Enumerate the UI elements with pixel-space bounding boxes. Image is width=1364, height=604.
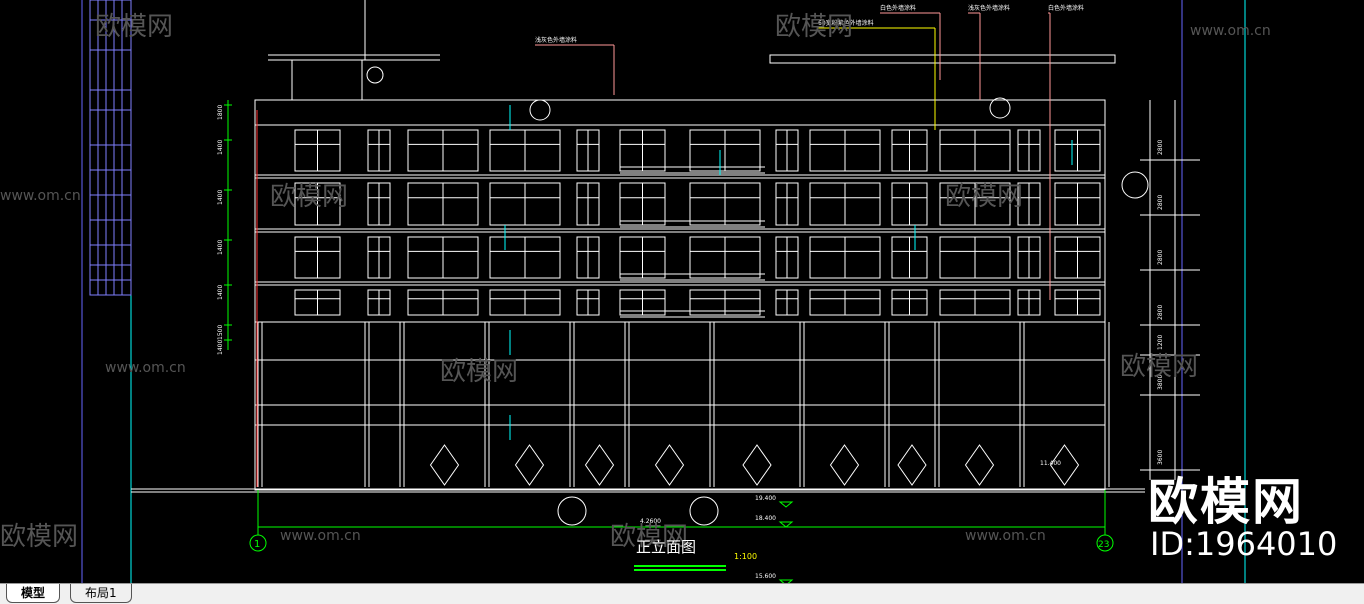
dimension-label: 2800 (1157, 250, 1164, 265)
dimension-label: 1400 (217, 190, 224, 205)
front-elevation (131, 0, 1145, 493)
watermark-faint: 欧模网 (95, 12, 173, 42)
drawing-scale: 1:100 (734, 552, 757, 561)
roof-canopy (769, 54, 1116, 64)
elevation-label: 19.400 (755, 495, 776, 502)
watermark-url: www.om.cn (0, 188, 81, 204)
drawing-frame (81, 0, 1246, 583)
watermark-faint: 欧模网 (775, 12, 853, 42)
door-ornament (964, 444, 995, 486)
door-ornament (742, 444, 772, 486)
tab-model[interactable]: 模型 (6, 584, 61, 603)
watermark-faint: 欧模网 (440, 357, 518, 387)
watermark-faint: 欧模网 (270, 182, 348, 212)
dimension-label: 3800 (1157, 375, 1164, 390)
watermark-faint: 欧模网 (0, 522, 78, 552)
watermark-logo: 欧模网 (1148, 473, 1304, 531)
door-ornament (429, 444, 460, 486)
dimension-label: 1800 (217, 105, 224, 120)
door-ornament (829, 444, 860, 486)
material-note: 浅灰色外墙涂料 (535, 36, 577, 44)
cad-drawing-area[interactable]: 1800140014001400140015001400280028002800… (0, 0, 1364, 583)
door-ornament (654, 444, 685, 486)
elevation-label: 18.400 (755, 515, 776, 522)
svg-text:23: 23 (1098, 540, 1109, 550)
watermark-id: ID:1964010 (1150, 525, 1338, 563)
axis-marker-end: 23 (1096, 534, 1114, 552)
door-ornament (584, 444, 615, 486)
elevation-label: 15.600 (755, 573, 776, 580)
stair-tower (291, 59, 363, 101)
dimension-label: 1400 (217, 140, 224, 155)
material-note: 白色外墙涂料 (1048, 4, 1084, 12)
material-note: 白色外墙涂料 (880, 4, 916, 12)
layout-tabs: 模型 布局1 (0, 583, 1364, 604)
material-note: 60宽粉紫色外墙涂料 (818, 19, 874, 27)
elevation-label: 11.400 (1040, 460, 1061, 467)
door-ornament (1049, 444, 1080, 486)
watermark-faint: 欧模网 (1120, 352, 1198, 382)
watermark-faint: 欧模网 (945, 182, 1023, 212)
dimension-label: 1500 (217, 325, 224, 340)
elevation-label: 4.2600 (640, 518, 661, 525)
dimension-label: 2800 (1157, 140, 1164, 155)
building-outline (254, 99, 1106, 491)
door-ornament (897, 444, 927, 486)
dimension-label: 1400 (217, 285, 224, 300)
axis-marker-start: 1 (249, 534, 267, 552)
dimension-label: 1200 (1157, 335, 1164, 350)
title-block (89, 0, 132, 296)
material-note: 浅灰色外墙涂料 (968, 4, 1010, 12)
door-ornament (514, 444, 545, 486)
watermark-url: www.om.cn (105, 360, 186, 376)
svg-text:1: 1 (254, 539, 260, 550)
tab-layout1[interactable]: 布局1 (70, 584, 132, 603)
drawing-title: 正立面图 (636, 538, 696, 556)
dimension-label: 2800 (1157, 305, 1164, 320)
dimension-label: 1400 (217, 340, 224, 355)
annotations: 1800140014001400140015001400280028002800… (0, 4, 1271, 583)
dimension-label: 3600 (1157, 450, 1164, 465)
dimension-label: 1400 (217, 240, 224, 255)
watermark-url: www.om.cn (1190, 23, 1271, 39)
watermark-url: www.om.cn (965, 528, 1046, 544)
dimension-label: 2800 (1157, 195, 1164, 210)
watermark-faint: 欧模网 (610, 522, 688, 552)
watermark-url: www.om.cn (280, 528, 361, 544)
